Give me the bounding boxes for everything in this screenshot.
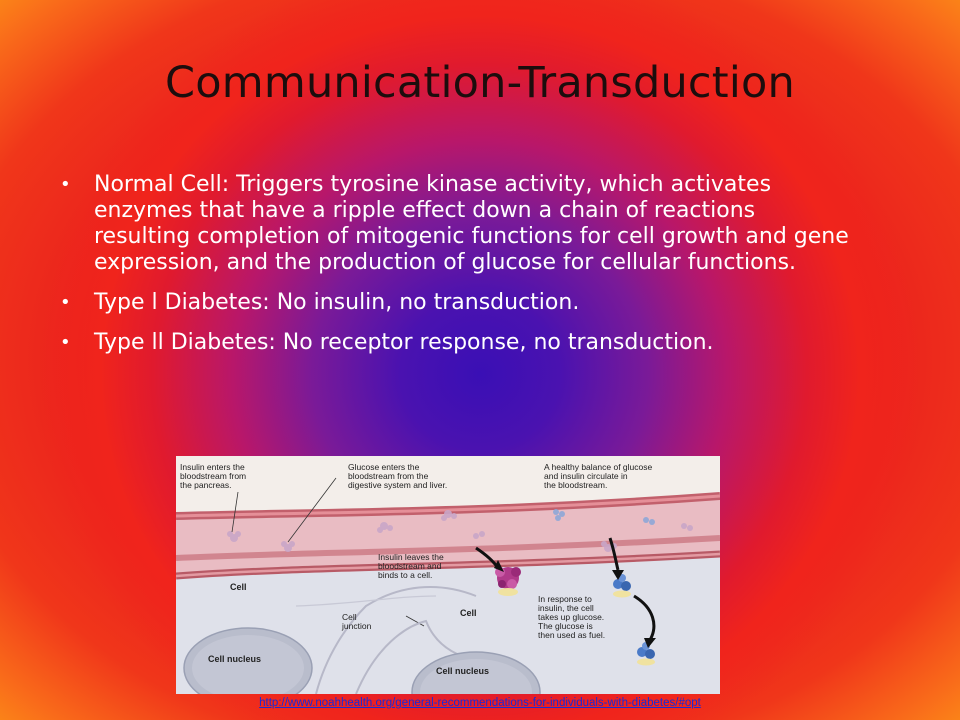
bullet-item-type1: • Type l Diabetes: No insulin, no transd… xyxy=(58,290,858,316)
label-insulin-enters: Insulin enters the bloodstream from the … xyxy=(180,462,246,490)
svg-text:the pancreas.: the pancreas. xyxy=(180,480,232,490)
glucose-molecule-icon xyxy=(613,574,631,598)
label-nucleus-right: Cell nucleus xyxy=(436,666,489,676)
bullet-item-normal-cell: • Normal Cell: Triggers tyrosine kinase … xyxy=(58,172,858,276)
cell-layer xyxy=(176,552,720,694)
svg-text:the bloodstream.: the bloodstream. xyxy=(544,480,607,490)
label-cell-junction: Cell junction xyxy=(341,612,372,631)
label-cell-left: Cell xyxy=(230,582,247,592)
svg-text:and insulin circulate in: and insulin circulate in xyxy=(544,471,628,481)
label-in-response: In response to insulin, the cell takes u… xyxy=(538,594,605,640)
svg-text:A healthy balance of glucose: A healthy balance of glucose xyxy=(544,462,652,472)
bullet-dot-icon: • xyxy=(60,332,71,353)
source-link[interactable]: http://www.noahhealth.org/general-recomm… xyxy=(259,697,701,709)
svg-text:bloodstream from the: bloodstream from the xyxy=(348,471,429,481)
slide-title: Communication-Transduction xyxy=(165,58,795,108)
label-cell-mid: Cell xyxy=(460,608,477,618)
insulin-glucose-diagram: Insulin enters the bloodstream from the … xyxy=(176,456,720,694)
bullet-text: Type l Diabetes: No insulin, no transduc… xyxy=(94,290,580,315)
svg-text:Insulin enters the: Insulin enters the xyxy=(180,462,245,472)
insulin-molecule-icon xyxy=(495,567,521,596)
svg-text:junction: junction xyxy=(341,621,372,631)
svg-text:bloodstream and: bloodstream and xyxy=(378,561,442,571)
svg-text:binds to a cell.: binds to a cell. xyxy=(378,570,432,580)
svg-text:then used as fuel.: then used as fuel. xyxy=(538,630,605,640)
label-insulin-leaves: Insulin leaves the bloodstream and binds… xyxy=(378,552,444,580)
svg-text:digestive system and liver.: digestive system and liver. xyxy=(348,480,447,490)
bullet-dot-icon: • xyxy=(60,174,71,195)
svg-text:takes up glucose.: takes up glucose. xyxy=(538,612,604,622)
label-nucleus-left: Cell nucleus xyxy=(208,654,261,664)
label-healthy-balance: A healthy balance of glucose and insulin… xyxy=(544,462,652,490)
svg-text:insulin, the cell: insulin, the cell xyxy=(538,603,594,613)
svg-text:Cell: Cell xyxy=(342,612,357,622)
bullet-list: • Normal Cell: Triggers tyrosine kinase … xyxy=(58,172,858,370)
svg-text:Glucose enters the: Glucose enters the xyxy=(348,462,420,472)
bullet-dot-icon: • xyxy=(60,292,71,313)
svg-text:In response to: In response to xyxy=(538,594,592,604)
bullet-text: Type ll Diabetes: No receptor response, … xyxy=(94,330,714,355)
label-glucose-enters: Glucose enters the bloodstream from the … xyxy=(348,462,447,490)
bullet-item-type2: • Type ll Diabetes: No receptor response… xyxy=(58,330,858,356)
glucose-fuel-icon xyxy=(637,642,655,666)
svg-text:Insulin leaves the: Insulin leaves the xyxy=(378,552,444,562)
bullet-text: Normal Cell: Triggers tyrosine kinase ac… xyxy=(94,172,849,275)
svg-text:bloodstream from: bloodstream from xyxy=(180,471,246,481)
svg-text:The glucose is: The glucose is xyxy=(538,621,593,631)
